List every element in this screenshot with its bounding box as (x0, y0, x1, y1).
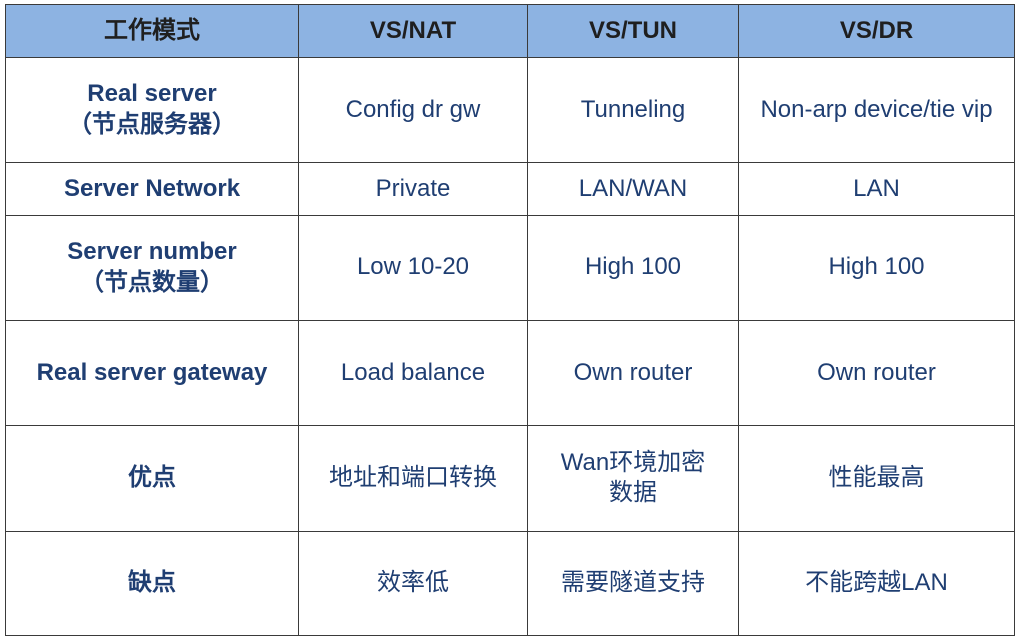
table-row-disadvantages: 缺点 效率低 需要隧道支持 不能跨越LAN (5, 530, 1015, 637)
row-label-advantages: 优点 (5, 425, 299, 532)
row-label-server-number: Server number （节点数量） (5, 214, 299, 321)
row-label-text: 优点 (128, 464, 176, 492)
row-label-text: 缺点 (128, 568, 176, 596)
row-label-text: Server number (67, 237, 237, 265)
cell-vs-nat: 地址和端口转换 (298, 425, 528, 532)
cell-vs-dr: LAN (738, 162, 1015, 216)
cell-vs-tun: Tunneling (527, 56, 739, 164)
cell-vs-dr: Own router (738, 319, 1015, 427)
cell-vs-nat: Config dr gw (298, 56, 528, 164)
row-sublabel-text: （节点数量） (80, 268, 224, 296)
table-row-server-network: Server Network Private LAN/WAN LAN (5, 162, 1015, 216)
cell-vs-tun: High 100 (527, 214, 739, 321)
header-vs-tun: VS/TUN (527, 4, 739, 58)
header-row: 工作模式 VS/NAT VS/TUN VS/DR (5, 4, 1015, 58)
row-label-real-server: Real server （节点服务器） (5, 56, 299, 164)
table-row-server-number: Server number （节点数量） Low 10-20 High 100 … (5, 214, 1015, 321)
row-label-text: Real server gateway (36, 358, 268, 386)
cell-vs-nat: Low 10-20 (298, 214, 528, 321)
cell-vs-tun: 需要隧道支持 (527, 530, 739, 637)
table-row-real-server: Real server （节点服务器） Config dr gw Tunneli… (5, 56, 1015, 164)
header-vs-nat: VS/NAT (298, 4, 528, 58)
table-row-real-server-gateway: Real server gateway Load balance Own rou… (5, 319, 1015, 427)
cell-vs-dr: High 100 (738, 214, 1015, 321)
cell-vs-nat: 效率低 (298, 530, 528, 637)
cell-vs-nat: Private (298, 162, 528, 216)
row-label-text: Real server (87, 80, 217, 108)
row-label-text: Server Network (63, 174, 241, 202)
cell-vs-tun: LAN/WAN (527, 162, 739, 216)
cell-vs-tun: Wan环境加密数据 (527, 425, 739, 532)
cell-vs-nat: Load balance (298, 319, 528, 427)
row-label-server-network: Server Network (5, 162, 299, 216)
cell-vs-tun: Own router (527, 319, 739, 427)
header-vs-dr: VS/DR (738, 4, 1015, 58)
table-body: Real server （节点服务器） Config dr gw Tunneli… (5, 56, 1015, 637)
cell-vs-dr: 不能跨越LAN (738, 530, 1015, 637)
table-header: 工作模式 VS/NAT VS/TUN VS/DR (5, 4, 1015, 58)
row-sublabel-text: （节点服务器） (68, 111, 236, 139)
lvs-mode-comparison-table: 工作模式 VS/NAT VS/TUN VS/DR Real server （节点… (5, 4, 1015, 637)
header-mode: 工作模式 (5, 4, 299, 58)
cell-vs-dr: Non-arp device/tie vip (738, 56, 1015, 164)
table-row-advantages: 优点 地址和端口转换 Wan环境加密数据 性能最高 (5, 425, 1015, 532)
row-label-real-server-gateway: Real server gateway (5, 319, 299, 427)
cell-vs-dr: 性能最高 (738, 425, 1015, 532)
row-label-disadvantages: 缺点 (5, 530, 299, 637)
